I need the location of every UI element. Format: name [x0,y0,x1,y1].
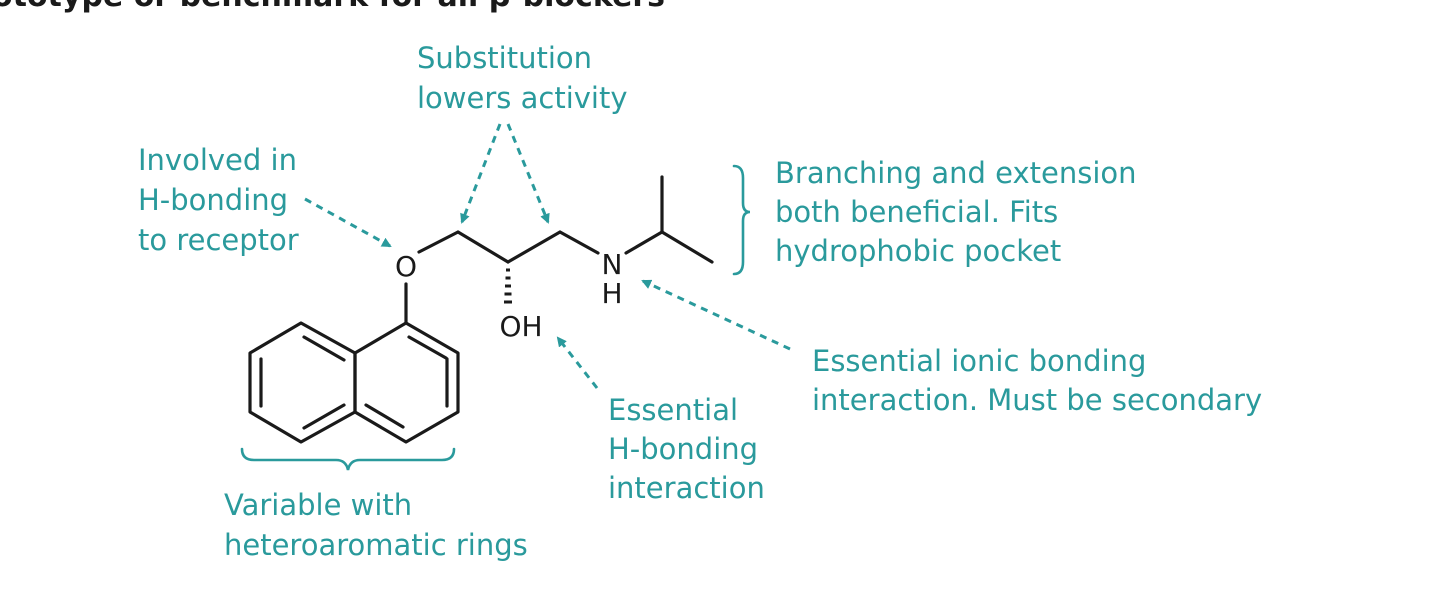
bond-ch-ch2 [506,230,562,264]
bond-isopropyl-methyl-right [660,230,714,264]
brace-branching [732,164,751,276]
arrow-hbond-receptor [304,197,392,248]
bond-oxygen-ch2 [417,230,460,254]
arrow-hbond-interaction [556,336,599,389]
annotation-hbond-receptor: Involved in H-bonding to receptor [138,143,306,257]
double-bond-inner [407,335,448,360]
oxygen-atom: O [395,250,417,283]
annotation-ionic: Essential ionic bonding interaction. Mus… [812,344,1262,417]
nitrogen-hydrogen: H [601,277,622,310]
double-bond-inner [364,403,405,429]
annotation-texts: Substitution lowers activity Involved in… [138,41,1262,562]
annotation-variable: Variable with heteroaromatic rings [224,488,528,562]
annotation-hbond-interaction: Essential H-bonding interaction [608,393,767,505]
molecule-structure [248,175,714,444]
bond-ch2-nitrogen [558,230,600,255]
annotation-braces [240,164,751,471]
bond-nitrogen-isopropyl [624,230,664,255]
nitrogen-atom: N [602,248,623,281]
arrow-substitution-left [460,123,502,224]
naphthalene-left-ring [248,321,357,444]
arrow-substitution-right [506,123,550,224]
annotation-substitution: Substitution lowers activity [417,41,628,115]
double-bond-inner [302,335,346,362]
naphthalene-right-ring [353,321,460,444]
top-caption: ototype or benchmark for all β-blockers [0,0,665,14]
double-bond-inner [302,403,346,430]
bond-ch2-ch [456,230,510,264]
annotation-arrows [304,123,791,389]
hydroxyl-group: OH [499,310,542,343]
arrow-ionic [641,279,791,351]
brace-variable [240,447,456,471]
hashed-wedge-bond [504,268,512,304]
annotation-branching: Branching and extension both beneficial.… [775,156,1146,268]
